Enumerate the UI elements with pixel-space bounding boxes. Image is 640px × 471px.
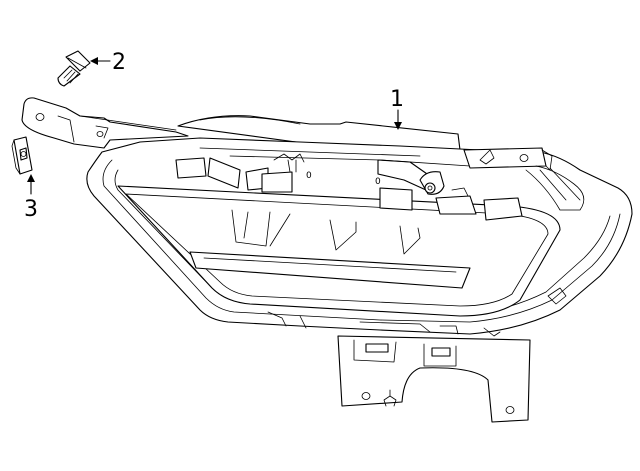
callout-3: 3 [24, 174, 38, 222]
callout-2: 2 [90, 50, 126, 75]
callout-number: 2 [112, 50, 126, 75]
bolt-part [57, 50, 91, 87]
callout-1: 1 [390, 87, 404, 130]
right-mounting-tab [463, 147, 553, 171]
callout-number: 3 [24, 197, 38, 222]
callout-number: 1 [390, 87, 404, 112]
mark-zero-right: 0 [375, 177, 381, 187]
arrow-down-icon [394, 122, 402, 130]
left-mounting-bracket [21, 97, 189, 149]
lower-mounting-bracket [337, 335, 531, 423]
arrow-up-icon [27, 174, 35, 182]
arrow-left-icon [90, 57, 98, 65]
mark-zero-left: 0 [306, 171, 312, 181]
connector-socket [419, 171, 445, 195]
clip-nut-part [11, 136, 33, 175]
lamp-housing [86, 115, 633, 337]
